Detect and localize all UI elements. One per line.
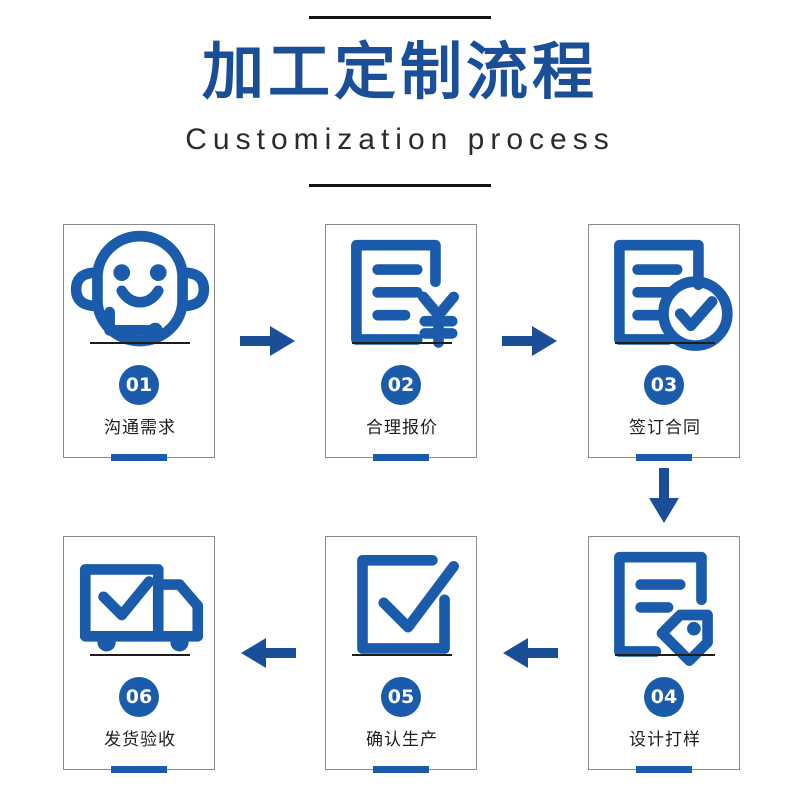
step-label: 沟通需求 [104,418,176,438]
card-accent-bar [111,454,167,461]
decorative-rule-top [309,16,491,19]
checkbox-check-icon [326,554,478,654]
step-number-badge: 01 [119,365,159,405]
step-card-06[interactable]: 06 发货验收 [63,536,216,773]
card-divider [615,654,715,656]
arrow-right-02-to-03-icon [502,324,558,358]
arrow-down-03-to-04-icon [647,468,681,524]
step-card-02[interactable]: 02 合理报价 [325,224,478,461]
page-title-chinese: 加工定制流程 [201,35,598,108]
step-number-badge: 04 [644,677,684,717]
card-accent-bar [636,454,692,461]
step-label: 设计打样 [629,730,701,750]
step-card-01[interactable]: 01 沟通需求 [63,224,216,461]
delivery-truck-check-icon [64,559,216,652]
card-accent-bar [373,766,429,773]
card-divider [352,342,452,344]
step-number-badge: 03 [644,365,684,405]
card-divider [352,654,452,656]
step-number-badge: 06 [119,677,159,717]
page-subtitle-english: Customization process [185,123,615,156]
arrow-left-04-to-05-icon [502,636,558,670]
step-label: 合理报价 [366,418,438,438]
step-card-05[interactable]: 05 确认生产 [325,536,478,773]
document-check-icon [589,239,741,351]
decorative-rule-bottom [309,184,491,187]
page-header: 加工定制流程 Customization process [0,0,800,210]
step-label: 发货验收 [104,730,176,750]
document-tag-icon [589,551,741,666]
card-divider [90,654,190,656]
arrow-right-01-to-02-icon [240,324,296,358]
card-accent-bar [636,766,692,773]
card-accent-bar [373,454,429,461]
card-divider [615,342,715,344]
arrow-left-05-to-06-icon [240,636,296,670]
document-yuan-icon [326,239,478,348]
step-label: 签订合同 [629,418,701,438]
step-card-03[interactable]: 03 签订合同 [588,224,741,461]
step-number-badge: 05 [381,677,421,717]
card-divider [90,342,190,344]
card-accent-bar [111,766,167,773]
step-number-badge: 02 [381,365,421,405]
step-label: 确认生产 [366,730,438,750]
step-card-04[interactable]: 04 设计打样 [588,536,741,773]
headset-smiley-icon [64,230,216,346]
